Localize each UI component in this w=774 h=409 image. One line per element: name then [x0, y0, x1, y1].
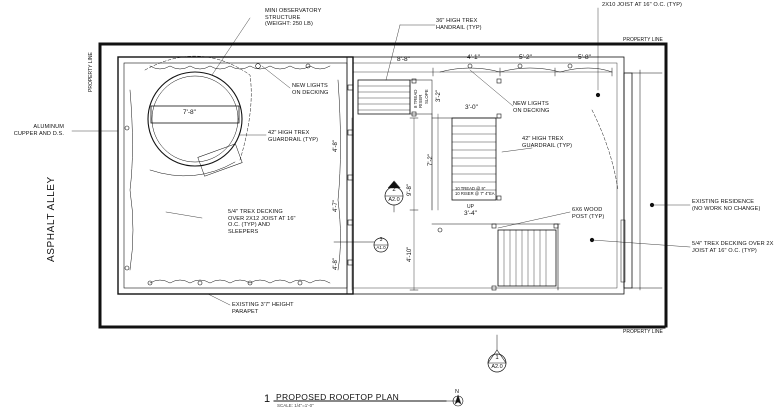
property-line-label-top: PROPERTY LINE — [623, 37, 663, 43]
parapet-note: EXISTING 3'7" HEIGHT PARAPET — [232, 302, 294, 315]
stair-side-note-a: 8 TREAD RISER — [413, 89, 423, 108]
dim-mid-3: 9'-8" — [407, 184, 413, 196]
stair-side-note-b: SLOPE — [424, 89, 429, 104]
property-line — [98, 42, 668, 329]
drawing-number: 1 — [264, 393, 271, 405]
dim-left-1: 4'-8" — [333, 140, 339, 152]
decking-right-note: 5/4" TREX DECKING OVER 2X10 JOIST AT 16"… — [692, 241, 774, 254]
drawing-title: PROPOSED ROOFTOP PLAN — [276, 392, 400, 402]
asphalt-alley-label: ASPHALT ALLEY — [46, 176, 57, 262]
lower-stair — [497, 229, 557, 287]
post-note: 6X6 WOOD POST (TYP) — [572, 207, 605, 220]
section-a-sheet: A2.0 — [388, 197, 400, 203]
observatory-note: MINI OBSERVATORY STRUCTURE (WEIGHT: 250 … — [265, 8, 322, 28]
guardrail-note-right: 42" HIGH TREX GUARDRAIL (TYP) — [522, 136, 573, 149]
observatory-width-box — [150, 105, 240, 124]
dim-mid-2: 4'-10" — [407, 246, 413, 262]
dim-stair-vert: 3'-2" — [436, 90, 442, 102]
lights-note-left: NEW LIGHTS ON DECKING — [292, 83, 329, 96]
observatory-dome — [147, 71, 243, 167]
property-line-label-bottom: PROPERTY LINE — [623, 329, 663, 335]
dim-top-c: 5'-2" — [519, 54, 532, 61]
handrail-note: 36" HIGH TREX HANDRAIL (TYP) — [436, 18, 482, 31]
decking-left-note: 5/4" TREX DECKING OVER 2X12 JOIST AT 16"… — [228, 209, 296, 235]
dim-stair-b: 3'-4" — [464, 210, 477, 217]
section-a-number: 2 — [392, 187, 396, 193]
right-deck-outline — [346, 56, 625, 295]
dim-top-d: 5'-8" — [578, 54, 591, 61]
lights-note-right: NEW LIGHTS ON DECKING — [513, 101, 550, 114]
section-b-sheet: A1.0 — [376, 245, 386, 250]
north-label: N — [455, 389, 459, 395]
upper-stair — [357, 79, 411, 115]
dim-mid-1: 7'-2" — [428, 154, 434, 166]
dim-top-b: 4'-1" — [467, 54, 480, 61]
property-line-label-left: PROPERTY LINE — [88, 52, 94, 92]
guardrail-note-left: 42" HIGH TREX GUARDRAIL (TYP) — [268, 130, 319, 143]
stair-up-label: UP — [467, 204, 474, 210]
dim-left-2: 4'-7" — [333, 200, 339, 212]
dim-stair-width: 3'-0" — [465, 104, 478, 111]
existing-residence-wall — [623, 72, 633, 289]
rail-posts — [347, 84, 354, 266]
elevation-number: 1 — [495, 355, 499, 361]
dim-top-a: 8'-8" — [397, 56, 410, 63]
residence-note: EXISTING RESIDENCE (NO WORK NO CHANGE) — [692, 199, 761, 212]
stair-tread-note: 10 TREAD @ 9" 10 RISER @ 7" 4"EA — [455, 186, 495, 196]
aluminum-note: ALUMINUM CUPPER AND D.S. — [13, 124, 64, 137]
drawing-scale: SCALE: 1/4"=1'-0" — [277, 403, 314, 408]
decking-top-note: 5/4" TREX DECKING OVER 2X10 JOIST AT 16"… — [602, 0, 683, 8]
dim-observatory: 7'-8" — [183, 109, 196, 116]
dim-left-3: 4'-8" — [333, 258, 339, 270]
section-b-number: 3 — [379, 237, 383, 243]
elevation-sheet: A2.0 — [491, 364, 503, 370]
